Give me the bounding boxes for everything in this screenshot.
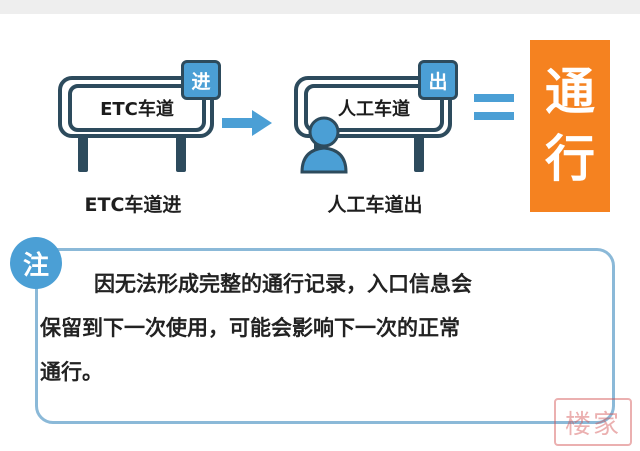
manual-right-post (414, 134, 424, 172)
note-icon-badge: 注 (10, 237, 62, 289)
etc-lane-caption: ETC车道进 (84, 194, 182, 216)
top-strip (0, 0, 640, 14)
note-line-1: 因无法形成完整的通行记录，入口信息会 (94, 272, 472, 296)
watermark-stamp: 楼家 (554, 398, 632, 446)
arrow-right-icon (222, 110, 272, 136)
etc-left-post (78, 134, 88, 172)
person-icon (300, 116, 348, 174)
note-line-3: 通行。 (40, 360, 103, 384)
etc-right-post (176, 134, 186, 172)
result-char-2: 行 (545, 130, 595, 188)
note-line-2: 保留到下一次使用，可能会影响下一次的正常 (40, 316, 460, 340)
manual-lane-caption: 人工车道出 (327, 194, 423, 216)
equals-icon (474, 94, 514, 120)
result-passage-block: 通 行 (530, 40, 610, 212)
enter-badge: 进 (181, 60, 221, 100)
result-char-1: 通 (545, 62, 595, 121)
note-box (35, 248, 615, 424)
note-text: 因无法形成完整的通行记录，入口信息会 保留到下一次使用，可能会影响下一次的正常 … (40, 262, 620, 394)
exit-badge: 出 (418, 60, 458, 100)
